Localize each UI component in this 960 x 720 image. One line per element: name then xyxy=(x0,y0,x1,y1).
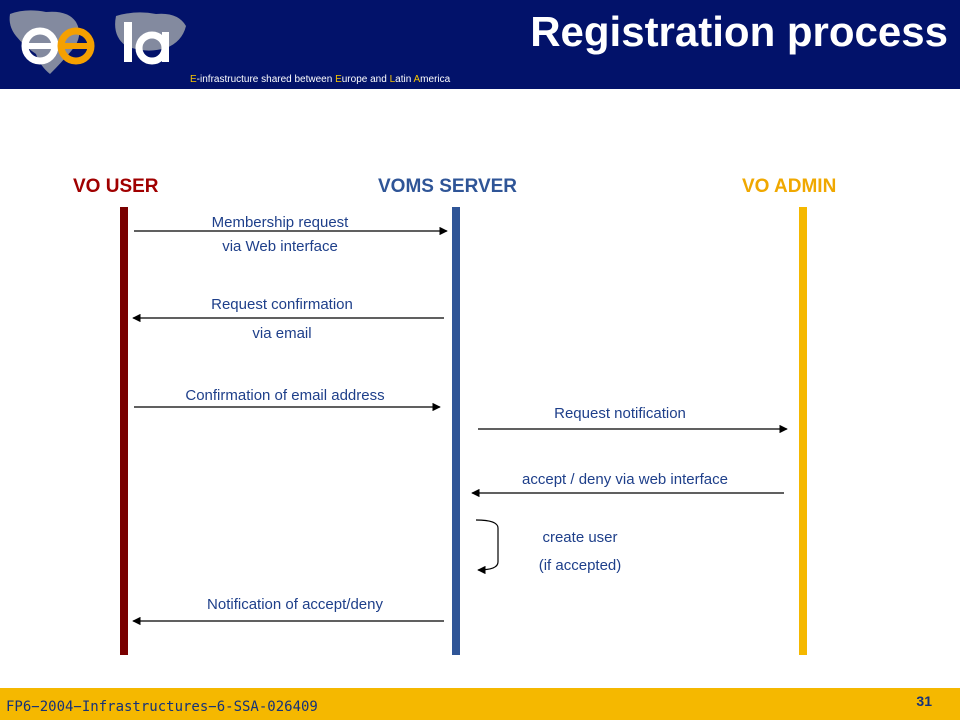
message-via-email: via email xyxy=(252,325,312,342)
project-code: FP6−2004−Infrastructures−6-SSA-026409 xyxy=(6,699,318,715)
tagline-part: -infrastructure shared between xyxy=(196,74,336,85)
page-number: 31 xyxy=(916,693,932,709)
tagline-part: atin xyxy=(395,74,414,85)
slide-title: Registration process xyxy=(530,8,948,55)
message-create-user: create user xyxy=(542,529,618,546)
message-request-confirmation: Request confirmation xyxy=(211,296,353,313)
tagline-part: merica xyxy=(420,74,451,85)
tagline-part: A xyxy=(413,74,421,85)
message-if-accepted: (if accepted) xyxy=(538,557,622,574)
actor-voms-server: VOMS SERVER xyxy=(378,176,518,197)
message-notification-accept-deny: Notification of accept/deny xyxy=(207,596,383,613)
lifeline-vo-admin xyxy=(799,207,807,655)
lifeline-vo-user xyxy=(120,207,128,655)
lifeline-voms-server xyxy=(452,207,460,655)
tagline-part: E xyxy=(335,74,342,85)
tagline: E-infrastructure shared between Europe a… xyxy=(190,74,450,85)
footer-bar: FP6−2004−Infrastructures−6-SSA-026409 31 xyxy=(0,688,960,720)
message-confirmation-email: Confirmation of email address xyxy=(185,387,385,404)
message-membership-request: Membership request via Web interface xyxy=(211,214,349,255)
tagline-part: E xyxy=(190,74,197,85)
tagline-part: urope and xyxy=(341,74,390,85)
message-accept-deny: accept / deny via web interface xyxy=(522,471,728,488)
header-bar: E-infrastructure shared between Europe a… xyxy=(0,0,960,89)
arrow-create-user-loop xyxy=(475,519,499,575)
message-request-notification: Request notification xyxy=(554,405,686,422)
eela-logo xyxy=(6,6,196,76)
actor-vo-admin: VO ADMIN xyxy=(742,176,837,197)
actor-vo-user: VO USER xyxy=(73,176,159,197)
tagline-part: L xyxy=(389,74,396,85)
